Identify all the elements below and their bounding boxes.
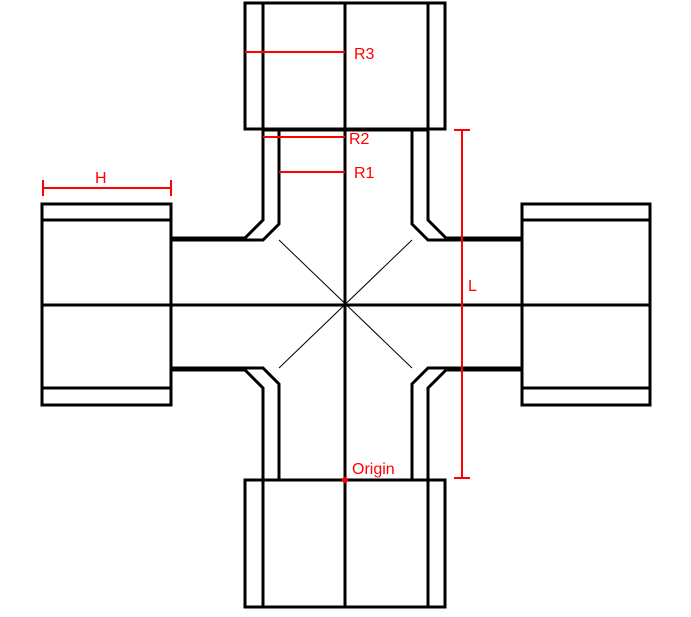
origin-label: Origin bbox=[352, 461, 395, 478]
body-outer-outline bbox=[169, 128, 524, 482]
l-label: L bbox=[468, 278, 477, 295]
dimension-annotations bbox=[42, 51, 470, 479]
fitting-outline bbox=[40, 1, 652, 609]
r2-label: R2 bbox=[349, 131, 370, 148]
origin-point bbox=[342, 477, 348, 483]
r1-label: R1 bbox=[354, 165, 375, 182]
h-label: H bbox=[95, 170, 107, 187]
bore-intersection-lines bbox=[278, 239, 413, 369]
body-inner-outline bbox=[169, 128, 524, 482]
r3-label: R3 bbox=[354, 46, 375, 63]
l-dimension bbox=[454, 129, 470, 479]
h-dimension bbox=[42, 180, 172, 196]
